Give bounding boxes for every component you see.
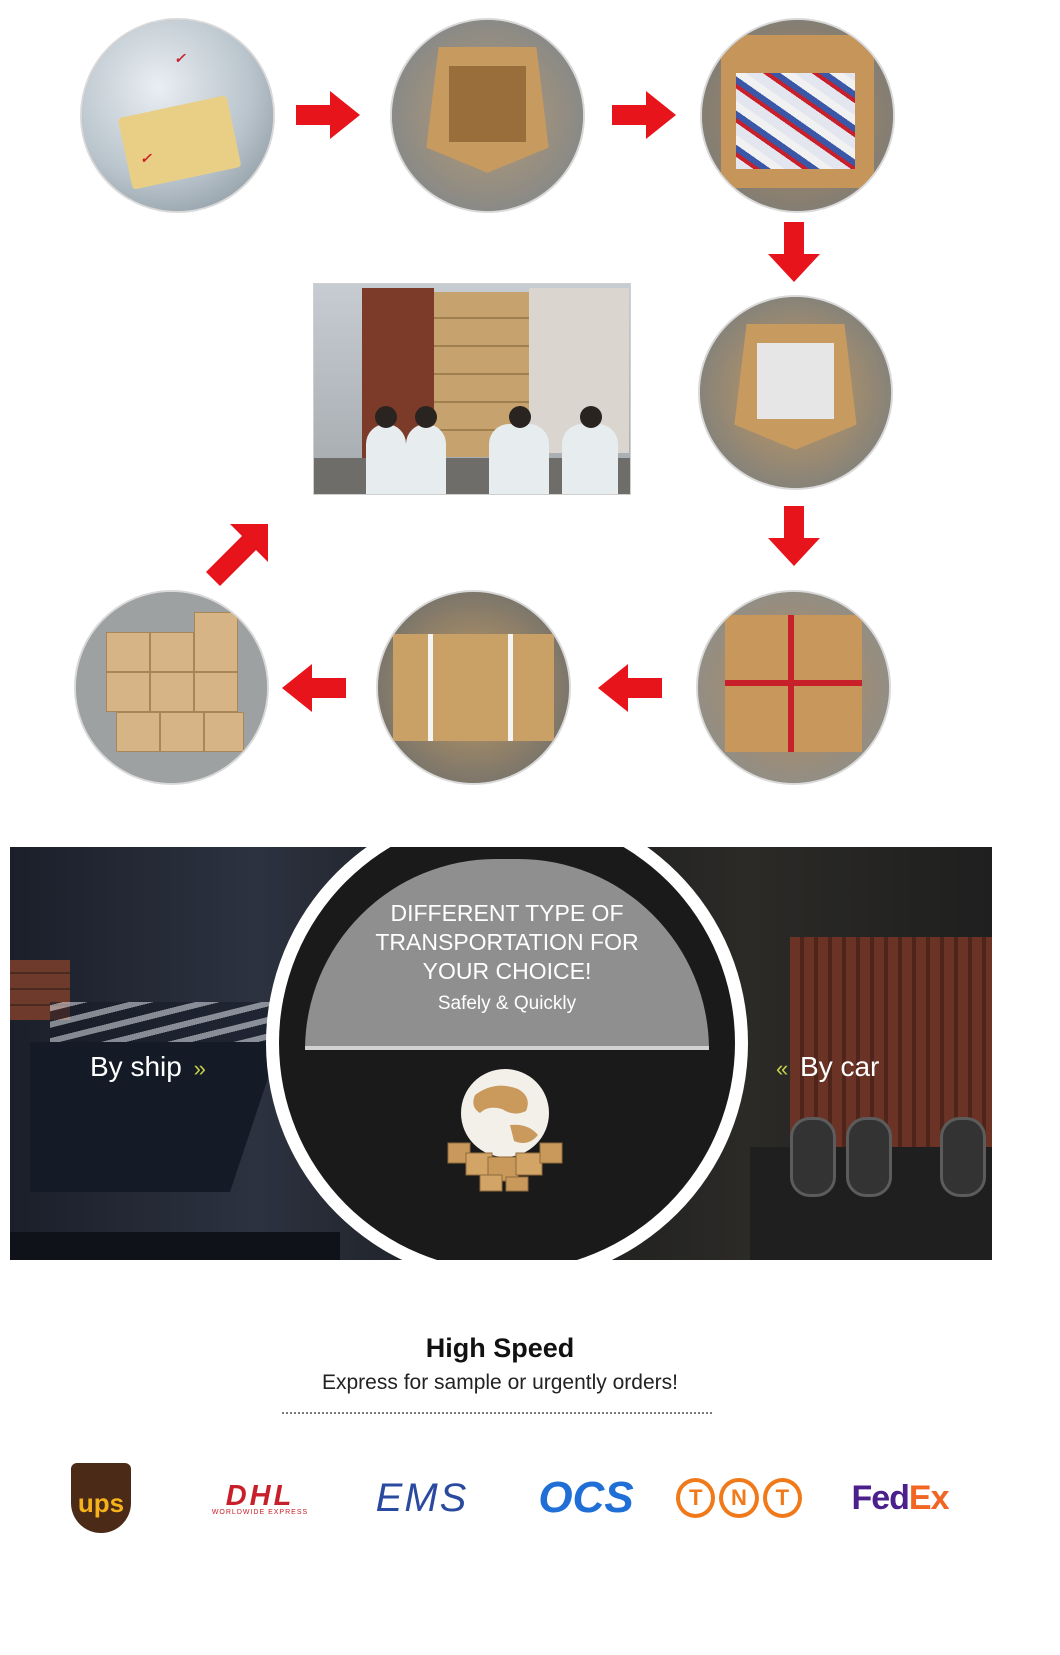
tnt-letter-t: T bbox=[676, 1478, 716, 1518]
step-empty-carton-photo bbox=[390, 18, 585, 213]
truck-photo bbox=[750, 887, 992, 1260]
dotted-divider bbox=[282, 1412, 712, 1414]
arrow-down-icon bbox=[766, 222, 822, 282]
ocs-logo: OCS bbox=[538, 1473, 634, 1522]
by-ship-text: By ship bbox=[90, 1051, 182, 1082]
ship-photo bbox=[10, 932, 340, 1260]
by-ship-label: By ship » bbox=[90, 1051, 210, 1083]
step-strapped-carton-photo bbox=[376, 590, 571, 785]
ems-logo: EMS bbox=[375, 1475, 469, 1520]
transportation-badge: DIFFERENT TYPE OF TRANSPORTATION FOR YOU… bbox=[266, 847, 748, 1260]
dhl-tagline: WORLDWIDE EXPRESS bbox=[211, 1509, 309, 1516]
express-title: High Speed bbox=[425, 1333, 575, 1363]
dhl-logo: DHL WORLDWIDE EXPRESS bbox=[192, 1463, 328, 1533]
step-filled-carton-photo bbox=[700, 18, 895, 213]
by-car-label: « By car bbox=[772, 1051, 879, 1083]
chevron-right-icon: » bbox=[193, 1056, 206, 1081]
step-taped-carton-photo bbox=[696, 590, 891, 785]
arrow-up-right-icon bbox=[206, 524, 268, 586]
tnt-letter-t2: T bbox=[762, 1478, 802, 1518]
container-loading-photo bbox=[313, 283, 631, 495]
arrow-left-icon bbox=[282, 660, 346, 716]
ups-logo-text: ups bbox=[71, 1463, 131, 1533]
arrow-right-icon bbox=[296, 87, 360, 143]
step-bagged-product-photo: ✓ ✓ bbox=[80, 18, 275, 213]
transportation-banner: By ship » « By car DIFFERENT TYPE OF TRA… bbox=[10, 847, 992, 1260]
fedex-fed-text: Fed bbox=[851, 1478, 909, 1517]
fedex-ex-text: Ex bbox=[908, 1478, 950, 1517]
by-car-text: By car bbox=[800, 1051, 880, 1082]
tnt-logo: T N T bbox=[676, 1463, 802, 1533]
badge-subheadline: Safely & Quickly bbox=[437, 993, 577, 1014]
chevron-left-icon: « bbox=[776, 1056, 789, 1081]
headline-line-3: YOUR CHOICE! bbox=[422, 958, 592, 984]
step-stacked-cartons-photo bbox=[74, 590, 269, 785]
arrow-right-icon bbox=[612, 87, 676, 143]
badge-headline: DIFFERENT TYPE OF TRANSPORTATION FOR YOU… bbox=[279, 899, 735, 986]
headline-line-1: DIFFERENT TYPE OF bbox=[390, 900, 624, 926]
tnt-letter-n: N bbox=[719, 1478, 759, 1518]
express-subtitle: Express for sample or urgently orders! bbox=[322, 1371, 678, 1394]
ups-logo: ups bbox=[70, 1463, 132, 1533]
globe-boxes-icon bbox=[440, 1065, 570, 1195]
dhl-logo-text: DHL bbox=[225, 1480, 295, 1512]
headline-line-2: TRANSPORTATION FOR bbox=[375, 929, 639, 955]
step-sealed-carton-top-photo bbox=[698, 295, 893, 490]
arrow-down-icon bbox=[766, 506, 822, 566]
arrow-left-icon bbox=[598, 660, 662, 716]
